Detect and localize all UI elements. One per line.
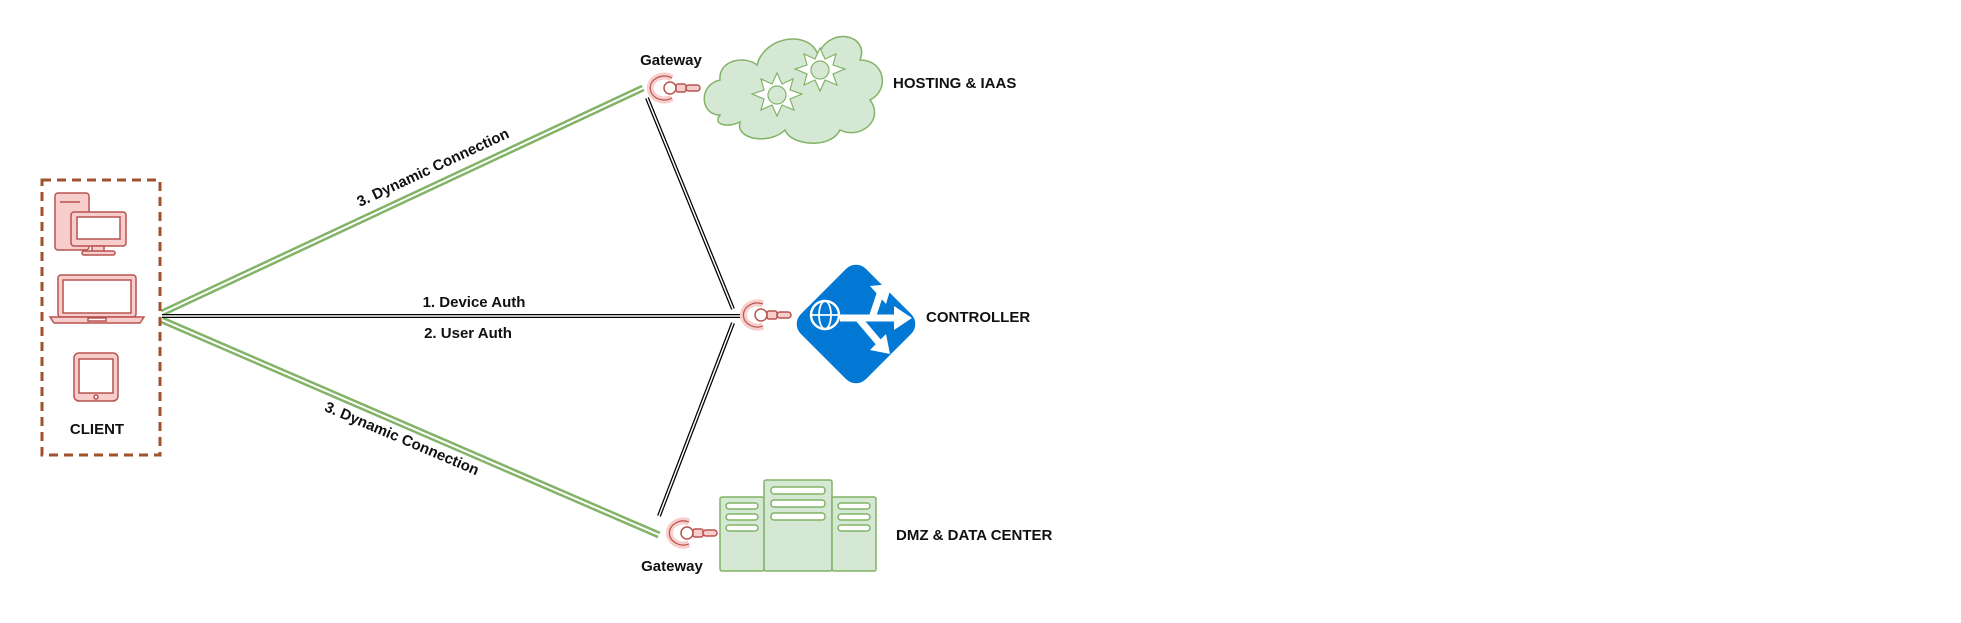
gateway-top: Gateway — [640, 52, 703, 104]
gateway-bottom-icon — [665, 517, 718, 549]
laptop-icon — [48, 274, 146, 324]
client-dashed-border — [40, 178, 162, 457]
client-label: CLIENT — [70, 421, 124, 438]
tablet-icon — [73, 352, 119, 402]
dynamic-connection-top-label: 3. Dynamic Connection — [354, 125, 512, 211]
hosting-label: HOSTING & IAAS — [893, 75, 1016, 92]
connector-gateway-top-controller — [645, 97, 735, 310]
connector-gateway-bottom-controller — [657, 322, 735, 517]
controller-router-icon — [796, 264, 916, 384]
gear-icon — [750, 71, 804, 118]
gateway-bottom-label: Gateway — [641, 558, 703, 575]
hosting-group: HOSTING & IAAS — [703, 35, 1016, 144]
datacenter-label: DMZ & DATA CENTER — [896, 527, 1053, 544]
gateway-top-icon — [646, 72, 701, 104]
server-rack-icon — [719, 479, 877, 572]
controller-gateway-icon — [739, 299, 792, 331]
controller-label: CONTROLLER — [926, 309, 1030, 326]
gear-icon — [793, 46, 847, 93]
datacenter-group: DMZ & DATA CENTER — [719, 479, 1053, 572]
connector-dynamic-bottom — [160, 316, 661, 539]
connector-dynamic-top — [160, 84, 645, 317]
user-auth-label: 2. User Auth — [424, 325, 512, 342]
desktop-computer-icon — [54, 192, 127, 256]
device-auth-label: 1. Device Auth — [423, 294, 526, 311]
gateway-bottom: Gateway — [641, 517, 718, 575]
cloud-icon — [703, 35, 884, 144]
dynamic-connection-bottom-label: 3. Dynamic Connection — [322, 399, 481, 479]
controller-group: CONTROLLER — [739, 264, 1030, 384]
client-group: CLIENT — [40, 178, 162, 457]
gateway-top-label: Gateway — [640, 52, 702, 69]
